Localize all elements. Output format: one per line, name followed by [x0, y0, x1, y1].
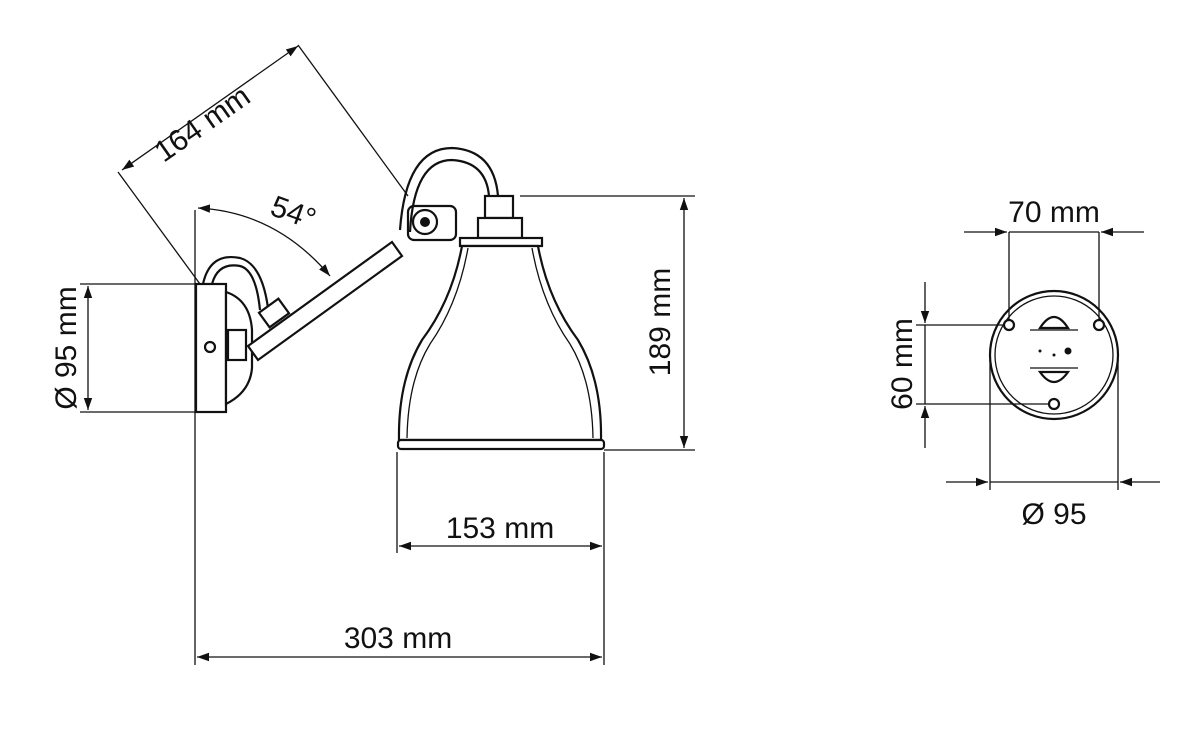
- lamp-socket: [458, 194, 544, 248]
- plate-diameter-label: Ø 95: [1021, 498, 1086, 531]
- back-plate-view: 70 mm 60 mm Ø 95: [886, 196, 1160, 531]
- dimension-base-diameter: Ø 95 mm: [50, 286, 93, 410]
- base-diameter-label: Ø 95 mm: [50, 286, 83, 409]
- top-cable-loop: [398, 146, 500, 231]
- dimension-shade-diameter: 153 mm: [399, 512, 602, 551]
- lamp-arm: [246, 240, 404, 362]
- hole-spacing-vertical-label: 60 mm: [886, 318, 919, 410]
- total-depth-label: 303 mm: [344, 622, 452, 655]
- shade-height-label: 189 mm: [644, 268, 677, 376]
- dimension-hole-spacing-horizontal: 70 mm: [964, 196, 1144, 237]
- arm-length-label: 164 mm: [149, 80, 257, 169]
- lamp-shade: [396, 244, 606, 451]
- dimension-total-depth: 303 mm: [197, 622, 602, 662]
- dimension-arm-length: 164 mm: [121, 45, 299, 171]
- dimension-hole-spacing-vertical: 60 mm: [886, 282, 930, 448]
- arm-hinge: [406, 204, 458, 242]
- dimension-plate-diameter: Ø 95: [946, 477, 1160, 531]
- shade-diameter-label: 153 mm: [446, 512, 554, 545]
- wall-plate: [194, 282, 254, 414]
- dimension-shade-height: 189 mm: [644, 198, 689, 448]
- hole-spacing-horizontal-label: 70 mm: [1008, 196, 1100, 229]
- side-view: 164 mm 54° 189 mm 153 mm 303 mm Ø 95 mm: [50, 44, 695, 665]
- dimension-arm-angle: 54°: [197, 190, 331, 277]
